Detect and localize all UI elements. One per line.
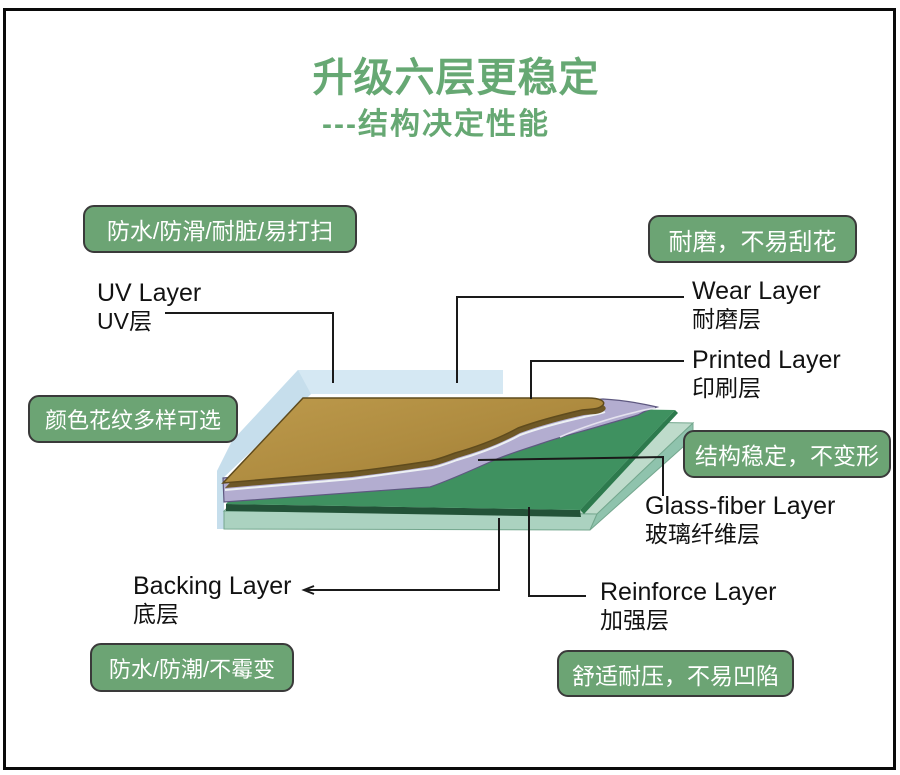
page-title: 升级六层更稳定 — [312, 56, 600, 100]
glass-fiber-front-face — [226, 504, 581, 517]
uv-layer-left-band — [217, 370, 311, 529]
label-printed-layer-en: Printed Layer — [692, 346, 841, 374]
label-backing-layer-en: Backing Layer — [133, 572, 292, 600]
label-uv-layer-en: UV Layer — [97, 279, 202, 307]
reinforce-connector-line — [528, 507, 586, 597]
label-wear-layer: Wear Layer 耐磨层 — [692, 277, 821, 332]
label-uv-layer-zh: UV层 — [97, 307, 152, 334]
label-glassfiber-layer: Glass-fiber Layer 玻璃纤维层 — [645, 492, 835, 547]
outer-border — [3, 8, 896, 770]
label-reinforce-layer: Reinforce Layer 加强层 — [600, 578, 776, 633]
label-uv-layer: UV Layer UV层 — [97, 279, 201, 334]
page-subtitle: ---结构决定性能 — [322, 108, 550, 141]
uv-connector-line — [165, 312, 334, 383]
badge-comfort-pressure: 舒适耐压，不易凹陷 — [557, 650, 794, 697]
printed-connector-line — [530, 360, 684, 399]
label-wear-layer-en: Wear Layer — [692, 277, 821, 305]
label-backing-layer-zh: 底层 — [133, 600, 179, 627]
label-glassfiber-layer-zh: 玻璃纤维层 — [645, 520, 760, 547]
label-reinforce-layer-en: Reinforce Layer — [600, 578, 777, 606]
label-wear-layer-zh: 耐磨层 — [692, 305, 761, 332]
backing-connector-line — [305, 518, 500, 591]
badge-stable-structure: 结构稳定，不变形 — [683, 430, 891, 478]
badge-waterproof-mildew: 防水/防潮/不霉变 — [90, 643, 294, 692]
label-reinforce-layer-zh: 加强层 — [600, 606, 669, 633]
badge-wear-resistant: 耐磨，不易刮花 — [648, 215, 857, 263]
badge-waterproof-antislip: 防水/防滑/耐脏/易打扫 — [83, 205, 357, 253]
wear-layer-bottom-highlight — [559, 407, 656, 438]
glass-fiber-right-face — [580, 410, 678, 514]
glassfiber-connector-line — [477, 455, 664, 496]
badge-color-patterns: 颜色花纹多样可选 — [28, 395, 238, 443]
label-glassfiber-layer-en: Glass-fiber Layer — [645, 492, 836, 520]
fold-highlight — [224, 411, 606, 491]
label-backing-layer: Backing Layer 底层 — [133, 572, 291, 627]
label-printed-layer: Printed Layer 印刷层 — [692, 346, 841, 401]
label-printed-layer-zh: 印刷层 — [692, 374, 761, 401]
backing-arrowhead — [301, 585, 315, 595]
wear-connector-line — [456, 296, 684, 383]
